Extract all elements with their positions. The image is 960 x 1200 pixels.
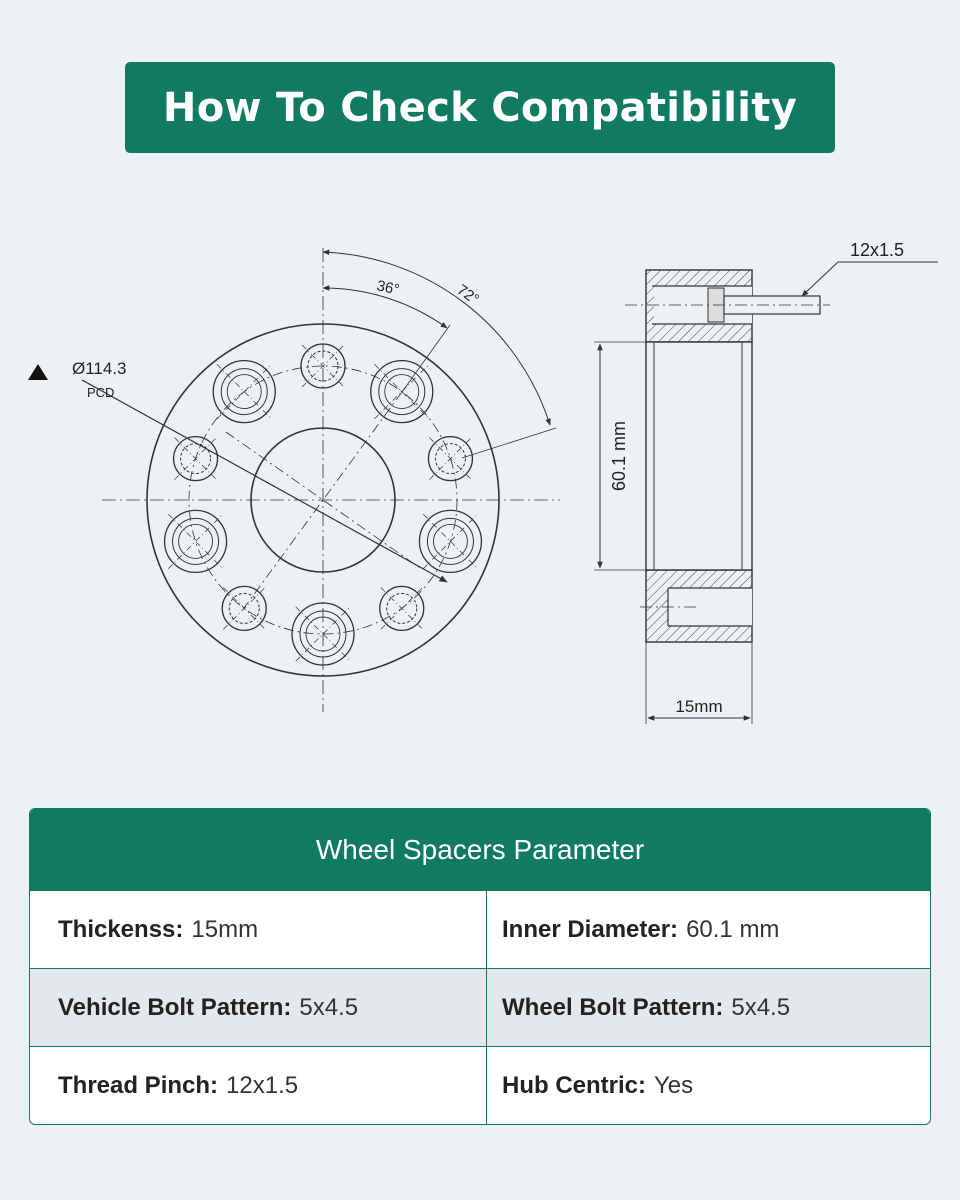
table-cell: Inner Diameter: 60.1 mm: [486, 891, 930, 968]
angle-36-extension: [401, 324, 451, 393]
vehicle-bolt-hole: [172, 435, 219, 482]
param-value: 60.1 mm: [686, 915, 780, 943]
pcd-label: PCD: [87, 385, 114, 400]
front-view: [81, 248, 560, 712]
param-value: Yes: [654, 1071, 694, 1099]
title-banner: How To Check Compatibility: [125, 62, 835, 153]
vehicle-bolt-hole: [379, 585, 425, 632]
wheel-bolt-hole: [163, 509, 228, 574]
angle-72-arc: [322, 249, 551, 426]
wheel-bolt-hole: [418, 509, 483, 574]
angle-72-label: 72°: [454, 281, 482, 308]
param-label: Vehicle Bolt Pattern:: [58, 993, 292, 1021]
angle-36-label: 36°: [375, 277, 401, 298]
angle-72-extension: [461, 427, 557, 459]
side-middle-body: [645, 341, 753, 571]
thickness-label: 15mm: [675, 697, 722, 716]
diagonal-centerline-1: [243, 391, 403, 609]
pcd-leader-line: [81, 379, 448, 583]
page-title: How To Check Compatibility: [162, 84, 798, 131]
technical-drawing: 36° 72° Ø114.3 PCD 12x1.5 60.1 mm 15mm: [28, 240, 938, 724]
param-label: Wheel Bolt Pattern:: [502, 993, 724, 1021]
table-row: Thread Pinch: 12x1.5 Hub Centric: Yes: [30, 1046, 930, 1124]
param-value: 15mm: [191, 915, 259, 943]
table-cell: Thickenss: 15mm: [30, 891, 486, 968]
pcd-value-label: Ø114.3: [72, 359, 127, 378]
table-header: Wheel Spacers Parameter: [30, 809, 930, 890]
table-row: Thickenss: 15mm Inner Diameter: 60.1 mm: [30, 890, 930, 968]
pcd-marker-triangle: [28, 364, 48, 380]
param-label: Thickenss:: [58, 915, 184, 943]
vehicle-bolt-hole: [427, 435, 474, 482]
table-cell: Wheel Bolt Pattern: 5x4.5: [486, 969, 930, 1046]
param-label: Inner Diameter:: [502, 915, 679, 943]
table-row: Vehicle Bolt Pattern: 5x4.5 Wheel Bolt P…: [30, 968, 930, 1046]
param-value: 5x4.5: [299, 993, 359, 1021]
thread-label: 12x1.5: [850, 240, 904, 260]
side-bottom-bore-cut: [668, 588, 752, 626]
wheel-bolt-hole: [291, 602, 355, 666]
table-cell: Thread Pinch: 12x1.5: [30, 1047, 486, 1124]
bore-diameter-label: 60.1 mm: [609, 421, 629, 491]
table-cell: Vehicle Bolt Pattern: 5x4.5: [30, 969, 486, 1046]
param-label: Thread Pinch:: [58, 1071, 219, 1099]
table-cell: Hub Centric: Yes: [486, 1047, 930, 1124]
parameter-table: Wheel Spacers Parameter Thickenss: 15mm …: [29, 808, 931, 1125]
param-value: 12x1.5: [226, 1071, 299, 1099]
wheel-bolt-hole: [212, 359, 276, 424]
side-view: [594, 261, 938, 724]
param-label: Hub Centric:: [502, 1071, 646, 1099]
param-value: 5x4.5: [731, 993, 791, 1021]
vehicle-bolt-hole: [221, 585, 267, 632]
